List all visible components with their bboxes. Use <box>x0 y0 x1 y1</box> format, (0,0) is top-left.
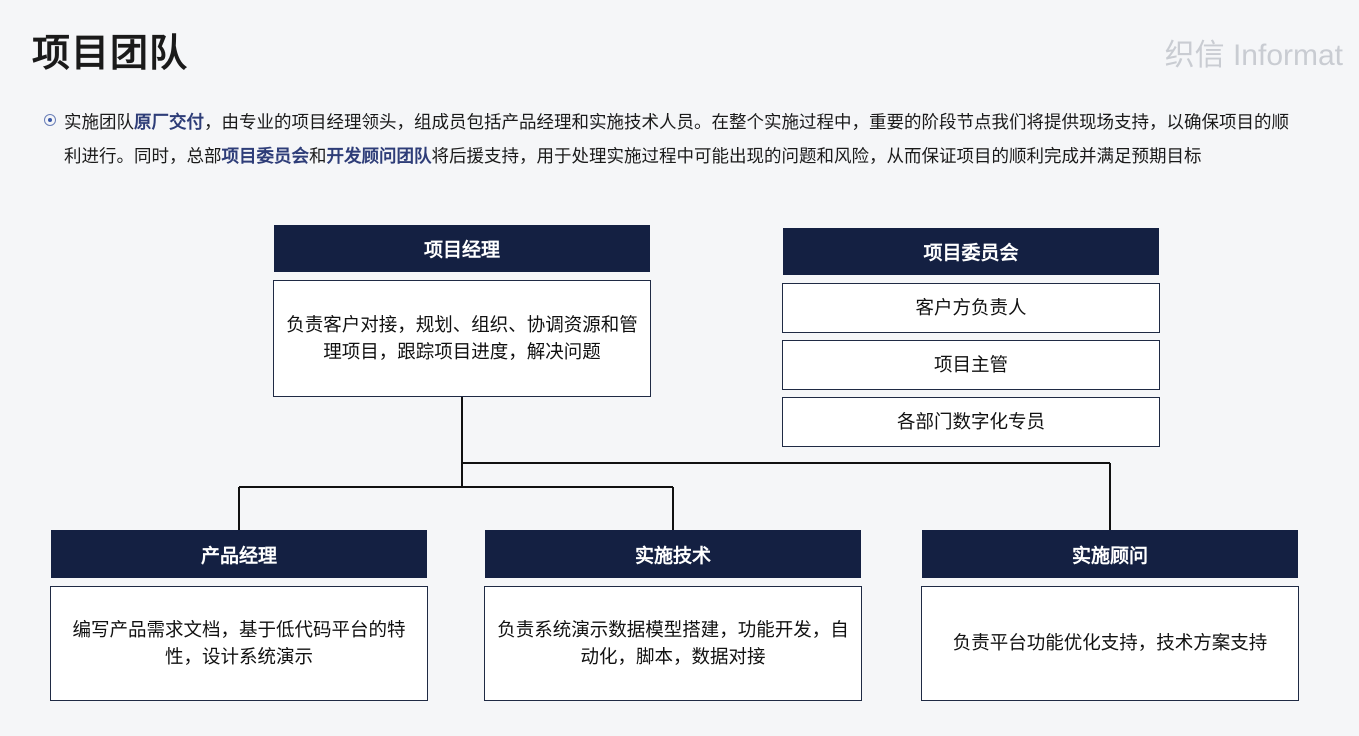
committee-header: 项目委员会 <box>783 228 1159 275</box>
product-description: 编写产品需求文档，基于低代码平台的特性，设计系统演示 <box>50 586 428 701</box>
pm-description: 负责客户对接，规划、组织、协调资源和管理项目，跟踪项目进度，解决问题 <box>273 280 651 397</box>
intro-highlight-3: 开发顾问团队 <box>326 147 432 167</box>
tech-description: 负责系统演示数据模型搭建，功能开发，自动化，脚本，数据对接 <box>484 586 862 701</box>
consultant-description: 负责平台功能优化支持，技术方案支持 <box>921 586 1299 701</box>
tech-header: 实施技术 <box>485 530 861 578</box>
intro-highlight-2: 项目委员会 <box>221 147 310 167</box>
intro-text-2: ，由专业的项目经理领头，组成员包括产品经理和实施技术人员。在整个实施过程中，重要… <box>64 113 1289 167</box>
committee-member: 客户方负责人 <box>782 283 1160 333</box>
consultant-header: 实施顾问 <box>922 530 1298 578</box>
bullet-icon <box>44 114 56 126</box>
intro-text-1: 实施团队 <box>64 113 134 133</box>
brand-logo: 织信 Informat <box>1164 39 1343 72</box>
intro-paragraph: 实施团队原厂交付，由专业的项目经理领头，组成员包括产品经理和实施技术人员。在整个… <box>64 106 1294 174</box>
intro-text-3: 和 <box>309 147 327 167</box>
committee-member: 项目主管 <box>782 340 1160 390</box>
intro-text-4: 将后援支持，用于处理实施过程中可能出现的问题和风险，从而保证项目的顺利完成并满足… <box>431 147 1202 167</box>
pm-header: 项目经理 <box>274 225 650 272</box>
committee-member: 各部门数字化专员 <box>782 397 1160 447</box>
page-title: 项目团队 <box>32 31 189 75</box>
product-header: 产品经理 <box>51 530 427 578</box>
intro-highlight-1: 原厂交付 <box>134 113 204 133</box>
